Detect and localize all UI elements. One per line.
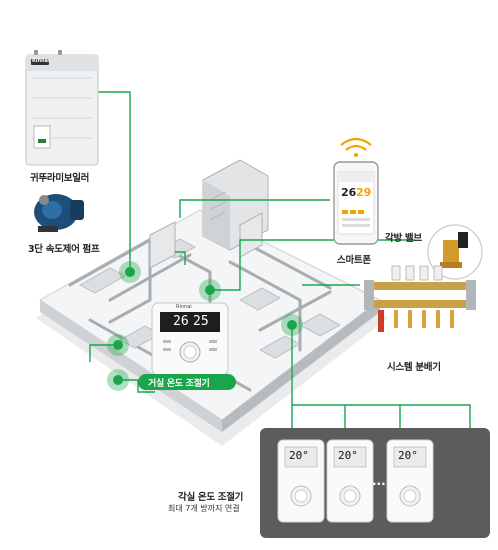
living-thermostat-illustration [151,302,229,376]
manifold-illustration [364,265,476,332]
valve-illustration [427,224,483,280]
boiler-brand: Rinnai [32,58,50,64]
living-thermostat-badge: 거실 온도 조절기 [148,379,210,389]
boiler-illustration [25,50,99,166]
room-thermostats-title: 각실 온도 조절기 [178,492,244,503]
boiler-label: 귀뚜라미보일러 [30,173,90,184]
manifold-label: 시스템 분배기 [387,362,441,373]
room-thermostat-1-display: 20° [289,449,309,462]
room-thermostat-2-display: 20° [338,449,358,462]
smartphone-temp-right: 29 [356,186,372,199]
living-thermostat-badge-bg [138,374,236,390]
room-thermostats-subtitle: 최대 7개 방까지 연결 [168,504,240,513]
pump-label: 3단 속도제어 펌프 [28,244,100,255]
room-thermostat-ellipsis: ... [372,474,386,488]
living-thermostat-brand: Rinnai [176,304,192,310]
pump-illustration [34,194,84,232]
room-markers [107,261,303,391]
smartphone-label: 스마트폰 [337,255,371,266]
smartphone-temp-left: 26 [341,186,357,199]
room-thermostat-units [277,439,434,523]
room-thermostat-3 [386,439,434,523]
room-thermostat-1 [277,439,325,523]
living-thermostat-display-left: 26 [173,314,189,329]
living-thermostat-display-right: 25 [193,314,209,329]
room-thermostat-2 [326,439,374,523]
valve-label: 각방 밸브 [385,233,422,244]
smartphone-illustration [333,137,379,245]
room-thermostat-3-display: 20° [398,449,418,462]
